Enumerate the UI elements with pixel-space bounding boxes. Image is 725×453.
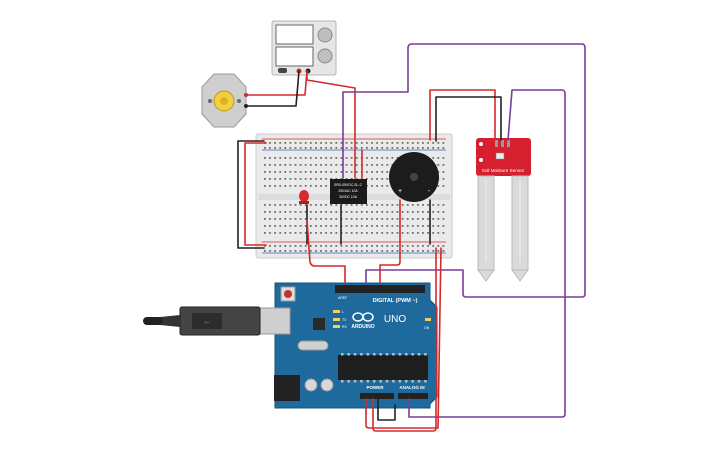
arduino-uno-board[interactable]: DIGITAL (PWM ~) AREF L TX RX ARDUINO UNO…	[274, 282, 438, 409]
power-label: POWER	[366, 385, 384, 390]
arduino-logo-icon	[352, 312, 374, 322]
digital-header[interactable]	[335, 285, 425, 293]
led-tx-label: TX	[342, 318, 347, 322]
relay-text-2: 250VAC 10A	[338, 189, 358, 193]
relay-text-1: SRD-05VDC-SL-C	[334, 183, 363, 187]
wire-relay-digital[interactable]	[342, 43, 586, 298]
usb-chip	[313, 318, 325, 330]
power-supply[interactable]	[271, 20, 337, 76]
relay[interactable]: SRD-05VDC-SL-C 250VAC 10A 30VDC 10A	[330, 179, 367, 204]
voltage-knob-icon[interactable]	[317, 27, 333, 43]
wire-gnd-rail-left[interactable]	[237, 140, 265, 249]
power-header[interactable]	[360, 393, 394, 399]
on-label: ON	[424, 326, 430, 330]
usb-icon: ⟜	[204, 319, 210, 326]
wire-vcc-rail-left[interactable]	[244, 142, 267, 246]
wire-sensor-gnd[interactable]	[435, 96, 502, 142]
usb-cable[interactable]: ⟜	[143, 306, 291, 336]
atmega-chip	[338, 355, 428, 380]
wire-sensor-analog[interactable]	[408, 89, 566, 418]
wires[interactable]	[237, 43, 586, 432]
analog-label: ANALOG IN	[399, 385, 424, 390]
wire-5v-rail-2[interactable]	[365, 247, 442, 429]
piezo-buzzer[interactable]: + -	[389, 152, 439, 202]
capacitor-icon	[320, 378, 334, 392]
wire-buzzer-signal[interactable]	[379, 199, 401, 284]
wire-gnd-arduino[interactable]	[377, 398, 396, 421]
buzzer-plus: +	[398, 188, 402, 195]
arduino-model: UNO	[384, 314, 406, 325]
power-jack[interactable]	[274, 375, 300, 401]
relay-text-3: 30VDC 10A	[339, 195, 358, 199]
wire-sensor-vcc[interactable]	[429, 89, 496, 141]
wire-motor-supply-neg[interactable]	[245, 70, 300, 107]
aref-label: AREF	[338, 296, 347, 300]
wire-led-signal[interactable]	[306, 219, 346, 284]
wire-5v-rail[interactable]	[372, 247, 437, 432]
arduino-brand: ARDUINO	[351, 324, 374, 330]
capacitor-icon	[304, 378, 318, 392]
soil-moisture-sensor[interactable]: Soil Moisture Sensor	[476, 138, 531, 282]
red-led[interactable]	[299, 190, 309, 204]
digital-label: DIGITAL (PWM ~)	[373, 298, 418, 304]
dc-motor[interactable]	[201, 73, 248, 128]
led-rx-label: RX	[342, 325, 348, 329]
buzzer-minus: -	[428, 188, 431, 195]
sensor-label: Soil Moisture Sensor	[482, 168, 525, 173]
wire-supply-relay[interactable]	[306, 70, 356, 179]
current-knob-icon[interactable]	[317, 48, 333, 64]
led-l-label: L	[342, 310, 344, 314]
analog-header[interactable]	[398, 393, 428, 399]
